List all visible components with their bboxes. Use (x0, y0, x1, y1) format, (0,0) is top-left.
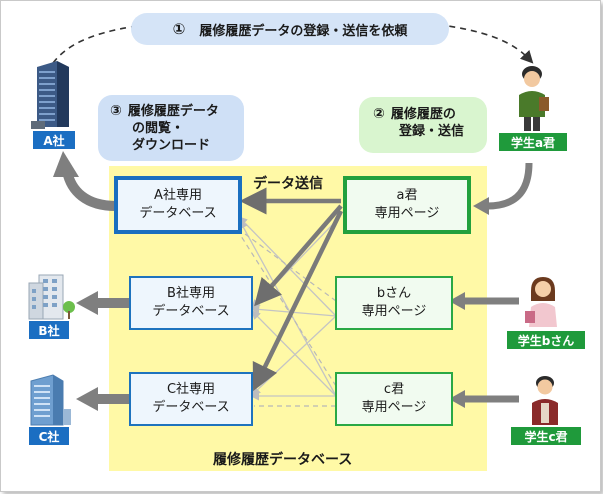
db-company-b: B社専用 データベース (129, 276, 253, 330)
db-a-line-2: データベース (139, 206, 217, 221)
page-b-line-1: bさん (376, 286, 412, 301)
step2-line-2: 登録・送信 (399, 124, 465, 139)
step3-number: ③ (110, 103, 122, 119)
office-building-icon (28, 274, 75, 320)
page-a-line-1: a君 (396, 188, 418, 203)
student-b-tag: 学生bさん (507, 331, 585, 349)
student-c-tag: 学生c君 (511, 427, 581, 445)
office-building-icon (30, 374, 71, 426)
company-c-tag: C社 (29, 427, 69, 445)
company-b-tag: B社 (29, 321, 69, 339)
step2-line-1: 履修履歴の (390, 107, 456, 122)
step3-line-1: 履修履歴データ (127, 104, 219, 119)
db-company-c: C社専用 データベース (129, 372, 253, 426)
step2-callout: ② 履修履歴の 登録・送信 (359, 97, 487, 153)
transfer-label: データ送信 (253, 176, 323, 192)
page-c-line-1: c君 (383, 382, 405, 397)
student-girl-icon (525, 277, 557, 327)
student-boy-icon (519, 66, 549, 131)
student-a-tag: 学生a君 (499, 133, 567, 151)
step1-number: ① (172, 20, 186, 38)
page-b-line-2: 専用ページ (361, 304, 427, 319)
db-b-line-1: B社専用 (167, 286, 215, 301)
step3-callout: ③ 履修履歴データ の閲覧・ ダウンロード (98, 95, 244, 161)
company-a-tag: A社 (33, 131, 75, 149)
student-boy-icon (532, 376, 558, 425)
step1-banner: ① 履修履歴データの登録・送信を依頼 (131, 13, 449, 45)
page-c-line-2: 専用ページ (361, 400, 427, 415)
page-a-line-2: 専用ページ (374, 206, 440, 221)
page-student-c: c君 専用ページ (335, 372, 453, 426)
db-company-a: A社専用 データベース (114, 176, 242, 234)
db-c-line-1: C社専用 (166, 382, 216, 397)
db-c-line-2: データベース (152, 400, 230, 415)
step1-text: 履修履歴データの登録・送信を依頼 (199, 23, 408, 39)
office-building-icon (31, 61, 69, 129)
db-a-line-1: A社専用 (154, 188, 202, 203)
db-b-line-2: データベース (152, 304, 230, 319)
step3-line-2: の閲覧・ (132, 121, 185, 136)
step3-line-3: ダウンロード (132, 138, 211, 153)
page-student-a: a君 専用ページ (343, 176, 471, 234)
arrow-student-a-to-page (486, 162, 533, 210)
database-title: 履修履歴データベース (213, 452, 353, 468)
page-student-b: bさん 専用ページ (335, 276, 453, 330)
step2-number: ② (373, 106, 385, 122)
